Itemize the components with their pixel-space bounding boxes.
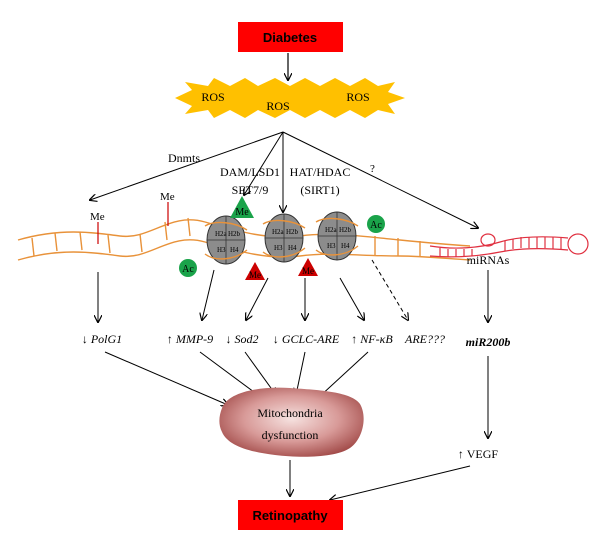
mitochondria-shape — [219, 387, 364, 457]
ros-label-2: ROS — [266, 99, 289, 113]
arrow-to-mmp9 — [202, 269, 215, 320]
retinopathy-box — [238, 500, 343, 530]
n2-h2b: H2b — [286, 228, 299, 236]
n1-h3: H3 — [217, 246, 226, 254]
arrow-ros-dam — [244, 131, 284, 195]
me-mark-label-2: Me — [160, 191, 175, 203]
polg1-label: ↓ PolG1 — [82, 332, 122, 346]
arrow-to-sod2 — [246, 277, 269, 320]
arrow-nfkb-mito — [318, 351, 369, 398]
hat-hdac-label: HAT/HDAC — [290, 165, 351, 179]
me-green-label: Me — [235, 207, 249, 218]
dnmts-label: Dnmts — [168, 151, 200, 165]
arrow-gclc-mito — [296, 351, 306, 395]
ac-mark-2 — [367, 215, 385, 233]
me-red-label-1: Me — [249, 270, 261, 280]
me-red-label-2: Me — [302, 266, 314, 276]
set79-label: SET7/9 — [232, 183, 269, 197]
n2-h4: H4 — [288, 244, 297, 252]
arrow-ros-dnmts — [90, 131, 284, 200]
arrow-to-are — [371, 259, 408, 320]
nucleosome-3: H2a H2b H3 H4 — [315, 211, 359, 261]
n3-h3: H3 — [327, 242, 336, 250]
gclc-label: ↓ GCLC-ARE — [273, 332, 340, 346]
mirnas-label: miRNAs — [467, 253, 510, 267]
mirna-hairpin — [429, 233, 589, 258]
n1-h2a: H2a — [215, 230, 228, 238]
vegf-label: ↑ VEGF — [458, 447, 498, 461]
ros-label-3: ROS — [346, 90, 369, 104]
n3-h2a: H2a — [325, 226, 338, 234]
nucleosome-2: H2a H2b H3 H4 — [262, 213, 306, 263]
sod2-label: ↓ Sod2 — [226, 332, 259, 346]
n3-h2b: H2b — [339, 226, 352, 234]
mito-label-1: Mitochondria — [257, 406, 323, 420]
are-label: ARE??? — [404, 332, 445, 346]
ac-mark-1-label: Ac — [182, 264, 194, 275]
arrow-ros-mirna — [282, 131, 478, 228]
me-mark-label-1: Me — [90, 211, 105, 223]
mito-label-2: dysfunction — [262, 428, 319, 442]
mmp9-label: ↑ MMP-9 — [167, 332, 213, 346]
ac-mark-2-label: Ac — [370, 220, 382, 231]
me-red-triangle-1 — [245, 262, 265, 280]
ros-label-1: ROS — [201, 90, 224, 104]
ros-starburst — [175, 78, 405, 118]
n2-h2a: H2a — [272, 228, 285, 236]
arrow-to-nfkb — [339, 277, 364, 320]
nfkb-label: ↑ NF-κB — [351, 332, 393, 346]
n3-h4: H4 — [341, 242, 350, 250]
retinopathy-label: Retinopathy — [252, 508, 328, 523]
ac-mark-1 — [179, 259, 197, 277]
diabetes-box — [238, 22, 343, 52]
n2-h3: H3 — [274, 244, 283, 252]
n1-h4: H4 — [230, 246, 239, 254]
n1-h2b: H2b — [228, 230, 241, 238]
unknown-label: ? — [370, 163, 375, 175]
mir200b-label: miR200b — [466, 335, 511, 349]
nucleosome-1: H2a H2b H3 H4 — [204, 215, 248, 265]
diabetes-label: Diabetes — [263, 30, 317, 45]
me-red-triangle-2 — [298, 258, 318, 276]
sirt1-label: (SIRT1) — [300, 183, 339, 197]
dam-lsd1-label: DAM/LSD1 — [220, 165, 280, 179]
me-green-triangle — [230, 196, 254, 218]
arrow-vegf-retinopathy — [330, 465, 471, 500]
arrow-polg1-mito — [104, 351, 228, 405]
